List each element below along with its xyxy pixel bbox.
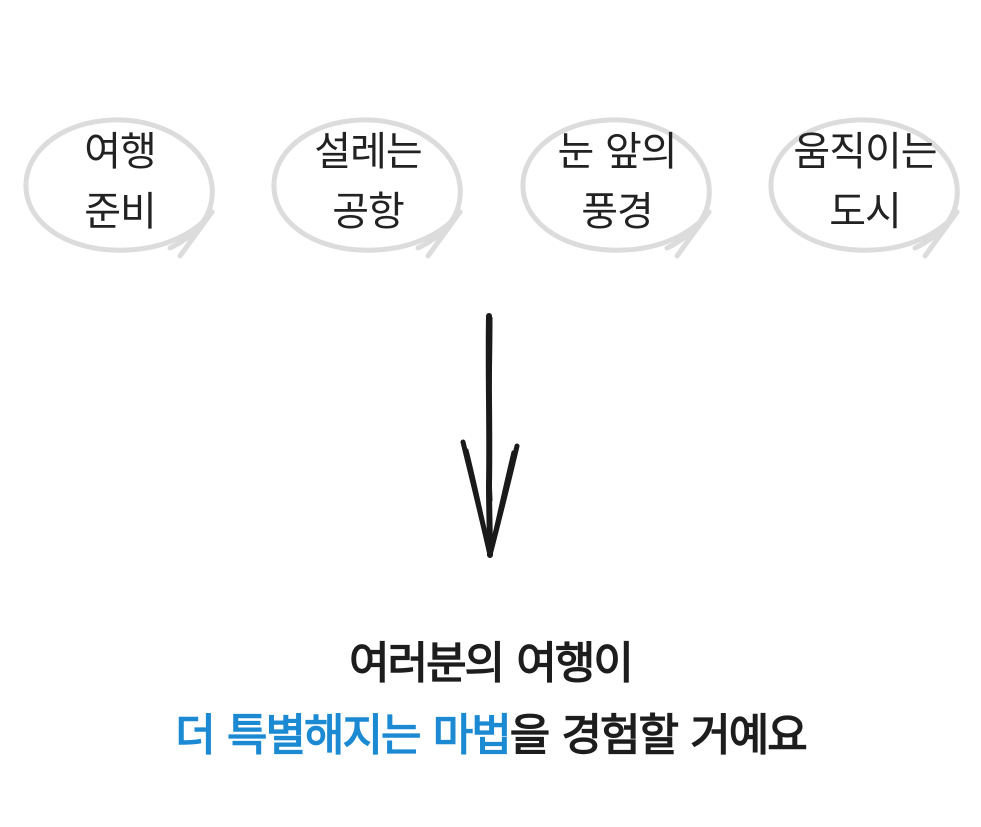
hand-drawn-circle-icon [520,117,712,259]
bubble-label-line1: 눈 앞의 [557,129,677,175]
headline-accent: 더 특별해지는 마법 [175,710,511,761]
hand-drawn-circle-icon [271,117,463,259]
headline: 여러분의 여행이 더 특별해지는 마법을 경험할 거예요 [0,628,981,772]
hand-drawn-down-arrow-icon [460,313,520,558]
keyword-bubble-city: 움직이는 도시 [765,108,965,268]
bubble-label-line2: 준비 [84,189,157,235]
bubble-label-line1: 설레는 [314,129,422,175]
hand-drawn-circle-icon [23,117,215,259]
bubble-label: 움직이는 도시 [765,122,965,242]
headline-line2: 더 특별해지는 마법을 경험할 거예요 [0,700,981,772]
bubble-label-line2: 공항 [332,189,405,235]
hand-drawn-circle-icon [768,117,960,259]
keyword-bubble-scenery: 눈 앞의 풍경 [517,108,717,268]
bubble-label-line2: 도시 [829,189,902,235]
headline-line1: 여러분의 여행이 [349,638,634,689]
keyword-bubble-travel-prep: 여행 준비 [20,108,220,268]
bubble-label: 눈 앞의 풍경 [517,122,717,242]
bubble-label: 설레는 공항 [268,122,468,242]
bubble-label-line1: 여행 [84,129,157,175]
bubble-label-line1: 움직이는 [793,129,937,175]
keyword-bubble-airport: 설레는 공항 [268,108,468,268]
bubble-label: 여행 준비 [20,122,220,242]
bubble-label-line2: 풍경 [581,189,654,235]
headline-rest: 을 경험할 거예요 [509,710,808,761]
